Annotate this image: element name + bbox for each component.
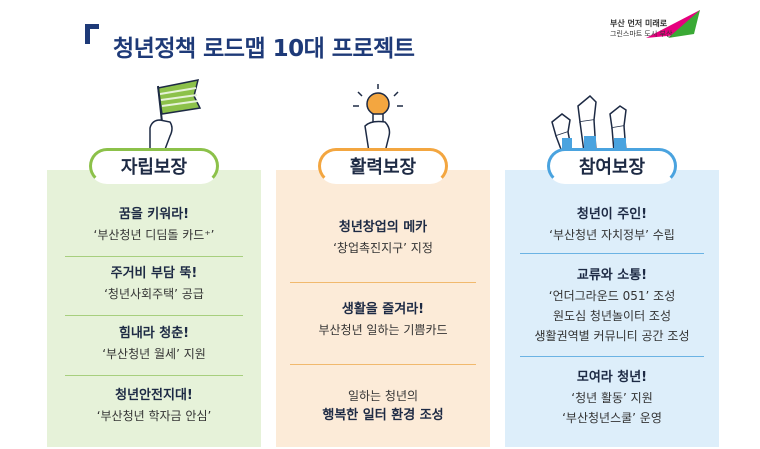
item-heading: 꿈을 키워라! [118,207,190,222]
logo-text-secondary: 그린스마트 도시 부산 [610,30,673,38]
lightbulb-hand-icon [353,84,403,153]
flag-hand-icon [149,79,202,153]
page-title: 청년정책 로드맵 10대 프로젝트 [113,36,415,62]
column-label-vitality: 활력보장 [318,148,448,184]
item-text: 부산청년 일하는 기쁨카드 [318,323,448,337]
divider [290,282,476,283]
item-heading: 청년이 주인! [576,207,648,222]
item-text: ‘부산청년 학자금 안심’ [96,409,212,423]
item-text: ‘부산청년 월세’ 지원 [102,347,206,361]
item-heading: 교류와 소통! [576,268,648,283]
item-heading: 청년창업의 메카 [338,220,428,235]
list-item: 청년안전지대! ‘부산청년 학자금 안심’ [47,386,261,426]
item-text: ‘청년사회주택’ 공급 [104,287,204,301]
column-self-reliance [47,170,261,447]
item-text: ‘창업촉진지구’ 지정 [333,241,433,255]
item-heading: 청년안전지대! [115,388,193,403]
list-item: 일하는 청년의 행복한 일터 환경 조성 [276,386,490,426]
divider [290,364,476,365]
list-item: 주거비 부담 뚝! ‘청년사회주택’ 공급 [47,264,261,304]
thumbs-up-hands-icon [551,94,627,153]
column-participation [505,170,719,447]
title-bracket [85,24,99,44]
item-text: 원도심 청년놀이터 조성 [552,309,672,323]
list-item: 모여라 청년! ‘청년 활동’ 지원 ‘부산청년스쿨’ 운영 [505,368,719,428]
list-item: 청년이 주인! ‘부산청년 자치정부’ 수립 [505,205,719,245]
item-text: 생활권역별 커뮤니티 공간 조성 [534,329,690,343]
column-label-self-reliance: 자립보장 [89,148,219,184]
divider [520,356,704,357]
item-text: ‘언더그라운드 051’ 조성 [548,289,676,303]
item-text: ‘청년 활동’ 지원 [571,391,653,405]
busan-logo-icon [646,10,700,38]
item-heading: 주거비 부담 뚝! [110,266,198,281]
item-text: ‘부산청년스쿨’ 운영 [562,411,662,425]
item-heading: 모여라 청년! [576,370,648,385]
item-text: ‘부산청년 자치정부’ 수립 [549,228,675,242]
item-heading: 생활을 즐겨라! [341,302,425,317]
list-item: 꿈을 키워라! ‘부산청년 디딤돌 카드⁺’ [47,205,261,245]
column-label-participation: 참여보장 [547,148,677,184]
list-item: 힘내라 청춘! ‘부산청년 월세’ 지원 [47,324,261,364]
item-text: ‘부산청년 디딤돌 카드⁺’ [93,228,215,242]
list-item: 청년창업의 메카 ‘창업촉진지구’ 지정 [276,218,490,258]
list-item: 교류와 소통! ‘언더그라운드 051’ 조성 원도심 청년놀이터 조성 생활권… [505,266,719,346]
column-vitality [276,170,490,447]
divider [65,375,243,376]
item-text: 일하는 청년의 [347,389,419,403]
list-item: 생활을 즐겨라! 부산청년 일하는 기쁨카드 [276,300,490,340]
item-heading: 행복한 일터 환경 조성 [322,408,444,423]
divider [520,253,704,254]
logo-text-primary: 부산 먼저 미래로 [610,19,668,28]
divider [65,315,243,316]
divider [65,256,243,257]
item-heading: 힘내라 청춘! [118,326,190,341]
